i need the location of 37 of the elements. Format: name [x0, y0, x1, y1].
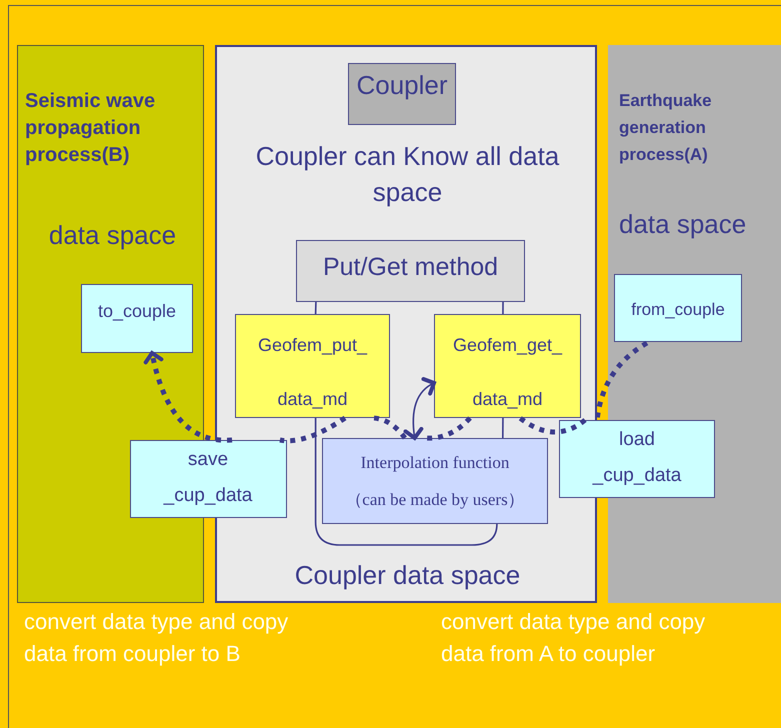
dotted-connector [594, 340, 648, 420]
dotted-connector [518, 416, 587, 434]
dotted-connector [280, 416, 346, 444]
note-text: convert data type and copy data from A to coupler [441, 608, 706, 668]
box-label: to_couple [96, 300, 178, 323]
connector-line [314, 302, 317, 314]
panel-heading: Earthquake generation process(A) [619, 90, 713, 166]
panel-text: Coupler data space [294, 559, 522, 592]
panel-text: data space [619, 208, 748, 241]
panel-text: Coupler can Know all data space [255, 140, 560, 209]
connector-line [314, 418, 498, 546]
data-box [559, 420, 715, 498]
panel-heading: Seismic wave propagation process(B) [25, 89, 156, 168]
box-label: Geofem_put_ data_md [256, 334, 368, 411]
title-box [348, 63, 456, 125]
box-label: Put/Get method [322, 252, 500, 283]
function-box [434, 314, 581, 418]
data-box [130, 440, 287, 518]
box-label: Interpolation function （can be made by users） [345, 452, 525, 511]
note-text: convert data type and copy data from coupler to B [24, 608, 290, 668]
function-box [322, 438, 548, 524]
dotted-connector [372, 416, 407, 440]
dotted-connector [144, 351, 232, 443]
box-label: save _cup_data [162, 448, 254, 508]
box-label: load _cup_data [591, 428, 682, 488]
box-label: Geofem_get_ data_md [452, 334, 564, 411]
double-arrow [404, 378, 436, 440]
panel-text: data space [48, 219, 178, 252]
dotted-connector [424, 416, 472, 441]
box-label: Coupler [355, 69, 449, 102]
method-box [296, 240, 525, 302]
connector-line [502, 418, 504, 438]
data-box [81, 284, 193, 353]
connector-line [502, 302, 504, 314]
data-box [614, 274, 742, 342]
function-box [235, 314, 390, 418]
box-label: from_couple [630, 299, 726, 321]
